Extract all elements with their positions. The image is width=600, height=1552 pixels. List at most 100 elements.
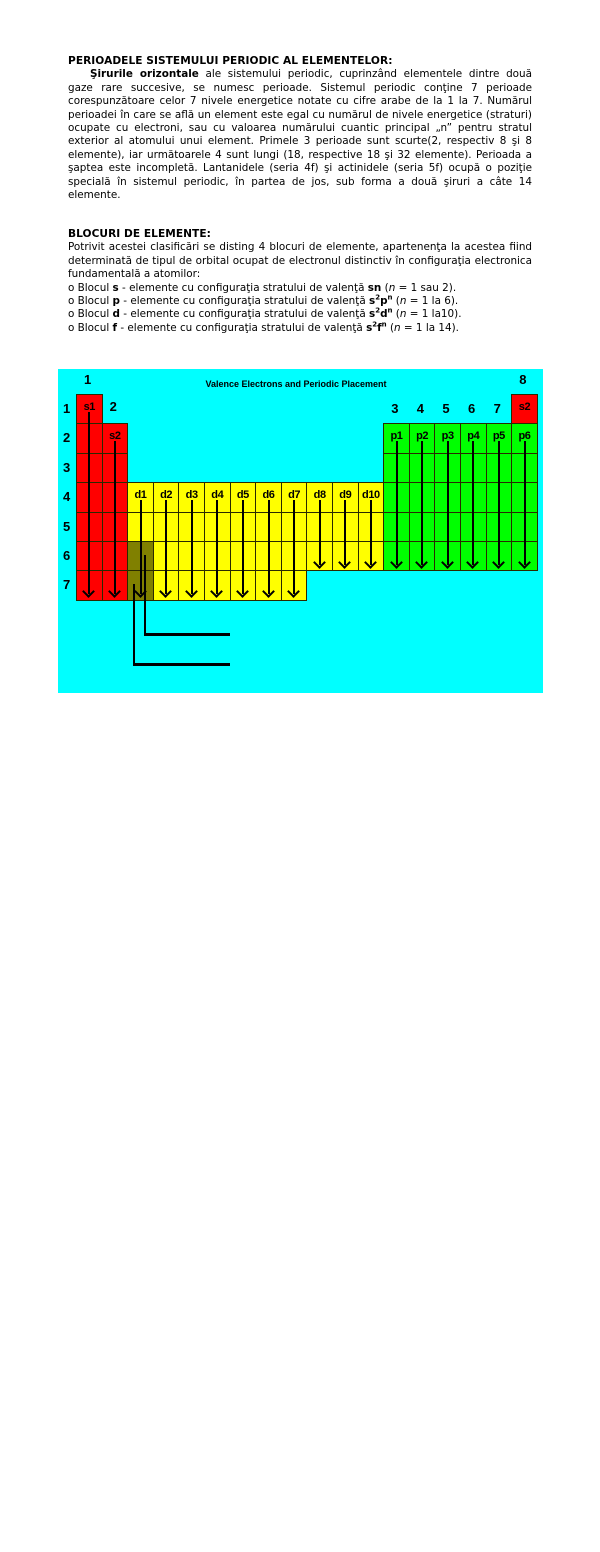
cell-label: d7	[288, 489, 301, 502]
arrow-line	[369, 500, 372, 565]
arrow-line	[395, 441, 398, 565]
group-label: 3	[391, 401, 399, 416]
config-superscript: n	[387, 306, 393, 315]
arrow-line	[216, 500, 219, 595]
connector-line	[133, 663, 230, 666]
cell-label: p1	[390, 430, 403, 443]
arrow-line	[446, 441, 449, 565]
valence-config: s2pn	[369, 293, 393, 308]
blocks-paragraph: Potrivit acestei clasificări se disting …	[68, 241, 532, 281]
figure-title: Valence Electrons and Periodic Placement	[205, 379, 387, 389]
block-prefix: o Blocul	[68, 295, 113, 308]
cell-label: d10	[362, 489, 380, 502]
period-label: 2	[63, 430, 71, 446]
config-superscript: n	[387, 293, 393, 302]
cell-label: s2	[518, 401, 531, 413]
group-label: 4	[416, 401, 425, 416]
period-label: 3	[63, 459, 71, 475]
cell-label: d9	[339, 489, 352, 502]
block-letter: d	[112, 308, 120, 321]
cell-d6: d6	[255, 482, 282, 513]
block-letter: f	[112, 321, 118, 334]
cell-label: s1	[83, 401, 96, 413]
arrow-line	[344, 500, 347, 565]
block-description: - elemente cu configuraţia stratului de …	[118, 281, 368, 294]
lead-bold-term: Şirurile orizontale	[90, 68, 199, 81]
period-label: 1	[63, 401, 71, 416]
block-range: (n = 1 la 6).	[392, 295, 459, 308]
period-label: 5	[63, 518, 71, 534]
cell-label: d6	[262, 489, 275, 502]
group-label: 5	[442, 401, 450, 416]
arrow-line	[421, 441, 424, 565]
arrow-line	[472, 441, 475, 565]
arrow-line	[523, 441, 526, 565]
section-blocks: BLOCURI DE ELEMENTE: Potrivit acestei cl…	[68, 228, 532, 335]
arrow-line	[144, 555, 147, 635]
valence-config: s2dn	[369, 306, 393, 321]
cell-label: p4	[467, 430, 480, 443]
arrow-line	[139, 500, 142, 595]
block-description: - elemente cu configuraţia stratului de …	[117, 321, 367, 334]
arrow-line	[267, 500, 270, 595]
arrow-line	[190, 500, 193, 595]
block-list-item: o Blocul s - elemente cu configuraţia st…	[68, 282, 532, 295]
block-range: (n = 1 la10).	[392, 308, 462, 321]
arrow-line	[165, 500, 168, 595]
block-description: - elemente cu configuraţia stratului de …	[119, 308, 369, 321]
periods-paragraph-text: ale sistemului periodic, cuprinzând elem…	[68, 68, 532, 202]
cell-label: d3	[185, 489, 198, 502]
cell-helium-s2: s2	[511, 394, 538, 425]
blocks-list: o Blocul s - elemente cu configuraţia st…	[68, 282, 532, 336]
group-label: 8	[519, 372, 527, 387]
arrow-line	[497, 441, 500, 565]
config-superscript: 2	[375, 293, 381, 302]
arrow-line	[88, 412, 91, 595]
cell-label: d2	[160, 489, 173, 502]
block-prefix: o Blocul	[68, 281, 113, 294]
config-superscript: 2	[372, 320, 378, 329]
config-superscript: 2	[375, 306, 381, 315]
period-label: 7	[63, 577, 71, 593]
cell-s2: s2	[101, 423, 129, 454]
cell-label: p5	[492, 430, 505, 443]
section-heading-blocks: BLOCURI DE ELEMENTE:	[68, 228, 211, 240]
block-prefix: o Blocul	[68, 308, 113, 321]
arrow-line	[133, 584, 136, 665]
block-list-item: o Blocul d - elemente cu configuraţia st…	[68, 306, 532, 321]
block-letter: s	[112, 281, 119, 294]
cell-label: d8	[313, 489, 326, 502]
group-label: 2	[109, 399, 117, 414]
cell-label: p3	[441, 430, 454, 443]
cell-d7: d7	[280, 482, 308, 513]
connector-line	[144, 633, 230, 636]
block-description: - elemente cu configuraţia stratului de …	[119, 295, 369, 308]
section-periods: PERIOADELE SISTEMULUI PERIODIC AL ELEMEN…	[68, 55, 532, 202]
arrow-line	[241, 500, 244, 595]
valence-config: sn	[367, 281, 382, 294]
block-prefix: o Blocul	[68, 321, 113, 334]
arrow-line	[318, 500, 321, 565]
valence-config: s2fn	[366, 320, 387, 334]
block-range: (n = 1 la 14).	[386, 321, 459, 334]
group-label: 6	[468, 401, 476, 416]
block-list-item: o Blocul p - elemente cu configuraţia st…	[68, 293, 532, 308]
block-list-item: o Blocul f - elemente cu configuraţia st…	[68, 320, 532, 335]
block-range: (n = 1 sau 2).	[381, 281, 457, 294]
arrow-line	[293, 500, 296, 595]
period-label: 6	[63, 548, 71, 563]
config-superscript: n	[381, 320, 387, 329]
block-letter: p	[112, 295, 120, 308]
periodic-table-figure: Valence Electrons and Periodic Placement…	[58, 369, 543, 693]
cell-label: d1	[134, 489, 147, 502]
cell-label: d5	[236, 489, 249, 502]
cell-label: p6	[518, 430, 531, 443]
section-heading-periods: PERIOADELE SISTEMULUI PERIODIC AL ELEMEN…	[68, 55, 393, 67]
cell-label: d4	[211, 489, 224, 502]
group-label: 1	[84, 372, 92, 387]
arrow-line	[113, 441, 116, 595]
cell-label: p2	[416, 430, 429, 443]
cell-label: s2	[109, 430, 121, 443]
period-label: 4	[63, 489, 71, 505]
group-label: 7	[493, 401, 501, 416]
